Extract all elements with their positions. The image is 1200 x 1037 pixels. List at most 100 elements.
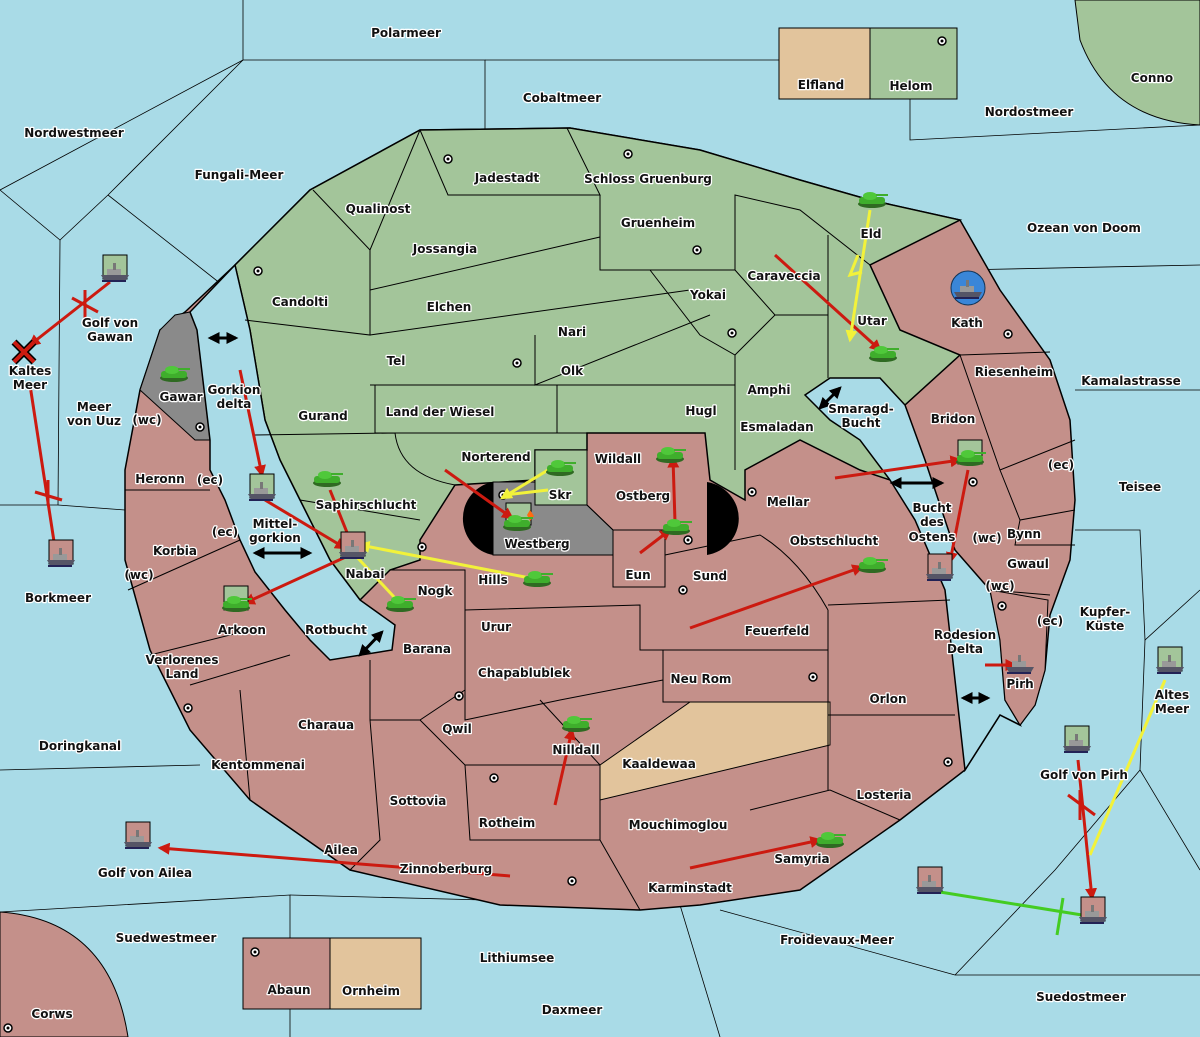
region-elfland[interactable]: [778, 27, 871, 100]
region-label: Helom: [889, 79, 932, 93]
region-label: Eld: [861, 227, 882, 241]
region-label: Nilldall: [552, 743, 599, 757]
region-label: Mittel-: [253, 517, 298, 531]
region-label: Obstschlucht: [790, 534, 879, 548]
region-label: Samyria: [774, 852, 829, 866]
region-corws[interactable]: [0, 911, 129, 1037]
region-label: Qualinost: [346, 202, 411, 216]
fleet-unit[interactable]: [1155, 646, 1185, 675]
fleet-unit[interactable]: [1062, 725, 1092, 754]
fleet-unit[interactable]: [46, 539, 76, 568]
region-label: Kath: [951, 316, 983, 330]
region-label: Neu Rom: [671, 672, 732, 686]
supply-center-dot: [681, 588, 685, 592]
region-label: Arkoon: [218, 623, 266, 637]
region-label: Golf von: [82, 316, 138, 330]
region-label: Heronn: [135, 472, 184, 486]
region-label: Chapablublek: [478, 666, 571, 680]
region-label: Fungali-Meer: [195, 168, 284, 182]
region-label: Candolti: [272, 295, 328, 309]
region-label: Delta: [947, 642, 983, 656]
region-label: des: [920, 515, 944, 529]
region-label: (wc): [985, 579, 1014, 593]
region-label: Altes: [1155, 688, 1189, 702]
region-label: Kupfer-: [1080, 605, 1130, 619]
region-label: Suedostmeer: [1036, 990, 1126, 1004]
region-label: Polarmeer: [371, 26, 441, 40]
fleet-unit[interactable]: [925, 553, 955, 582]
kaltes-meer-x: [11, 339, 37, 365]
region-kaaldewaa[interactable]: [599, 701, 831, 801]
region-label: Elchen: [427, 300, 472, 314]
fleet-unit[interactable]: [247, 473, 277, 502]
region-label: Rodesion: [934, 628, 996, 642]
supply-center-dot: [1000, 604, 1004, 608]
region-label: Caraveccia: [747, 269, 820, 283]
region-label: Cobaltmeer: [523, 91, 601, 105]
region-label: Golf von Ailea: [98, 866, 192, 880]
region-label: Corws: [31, 1007, 72, 1021]
region-label: Kaaldewaa: [622, 757, 696, 771]
region-label: Olk: [561, 364, 584, 378]
region-label: Kaltes: [9, 364, 52, 378]
region-label: Schloss Gruenburg: [584, 172, 712, 186]
region-label: Conno: [1131, 71, 1173, 85]
region-label: Wildall: [595, 452, 641, 466]
region-label: Ozean von Doom: [1027, 221, 1141, 235]
supply-center-dot: [6, 1026, 10, 1030]
supply-center-dot: [940, 39, 944, 43]
region-label: Hugl: [685, 404, 716, 418]
region-label: Meer: [13, 378, 47, 392]
region-label: Nogk: [418, 584, 454, 598]
fleet-unit[interactable]: [123, 821, 153, 850]
region-label: Tel: [387, 354, 406, 368]
supply-center-dot: [1006, 332, 1010, 336]
region-label: (wc): [972, 531, 1001, 545]
sea-gorkion-lagoon[interactable]: [189, 263, 396, 661]
region-label: Esmaladan: [740, 420, 813, 434]
region-label: Doringkanal: [39, 739, 121, 753]
region-label: Bridon: [931, 412, 976, 426]
fleet-unit[interactable]: [915, 866, 945, 895]
region-label: Feuerfeld: [745, 624, 810, 638]
region-label: Elfland: [798, 78, 844, 92]
region-label: Mellar: [767, 495, 809, 509]
region-label: Küste: [1086, 619, 1125, 633]
region-label: Barana: [403, 642, 451, 656]
region-label: Skr: [549, 488, 572, 502]
region-label: Meer: [1155, 702, 1189, 716]
region-label: Mouchimoglou: [629, 818, 728, 832]
fleet-unit[interactable]: [338, 531, 368, 560]
supply-center-dot: [811, 675, 815, 679]
region-label: Nordwestmeer: [24, 126, 124, 140]
supply-center-dot: [750, 490, 754, 494]
region-label: (ec): [1048, 458, 1074, 472]
region-label: Gurand: [298, 409, 348, 423]
army-unit[interactable]: [222, 585, 252, 612]
region-skr[interactable]: [534, 449, 588, 506]
army-unit[interactable]: [956, 439, 986, 466]
region-label: Charaua: [298, 718, 354, 732]
supply-center-dot: [686, 538, 690, 542]
fleet-unit[interactable]: [1078, 896, 1108, 925]
supply-center-dot: [730, 331, 734, 335]
region-label: Sottovia: [390, 794, 447, 808]
supply-center-dot: [420, 545, 424, 549]
region-label: Teisee: [1119, 480, 1161, 494]
region-label: Zinnoberburg: [400, 862, 492, 876]
region-label: Ailea: [324, 843, 358, 857]
region-label: Jossangia: [412, 242, 477, 256]
supply-center-dot: [626, 152, 630, 156]
supply-center-dot: [946, 760, 950, 764]
region-label: Sund: [693, 569, 727, 583]
region-label: Nari: [558, 325, 586, 339]
region-ornheim[interactable]: [329, 937, 422, 1010]
supply-centers: [3, 36, 1013, 1033]
fleet-unit[interactable]: [100, 254, 130, 283]
region-label: Kentommenai: [211, 758, 305, 772]
region-label: Urur: [481, 620, 511, 634]
tunnel-east: [707, 482, 739, 555]
region-label: Land: [166, 667, 199, 681]
